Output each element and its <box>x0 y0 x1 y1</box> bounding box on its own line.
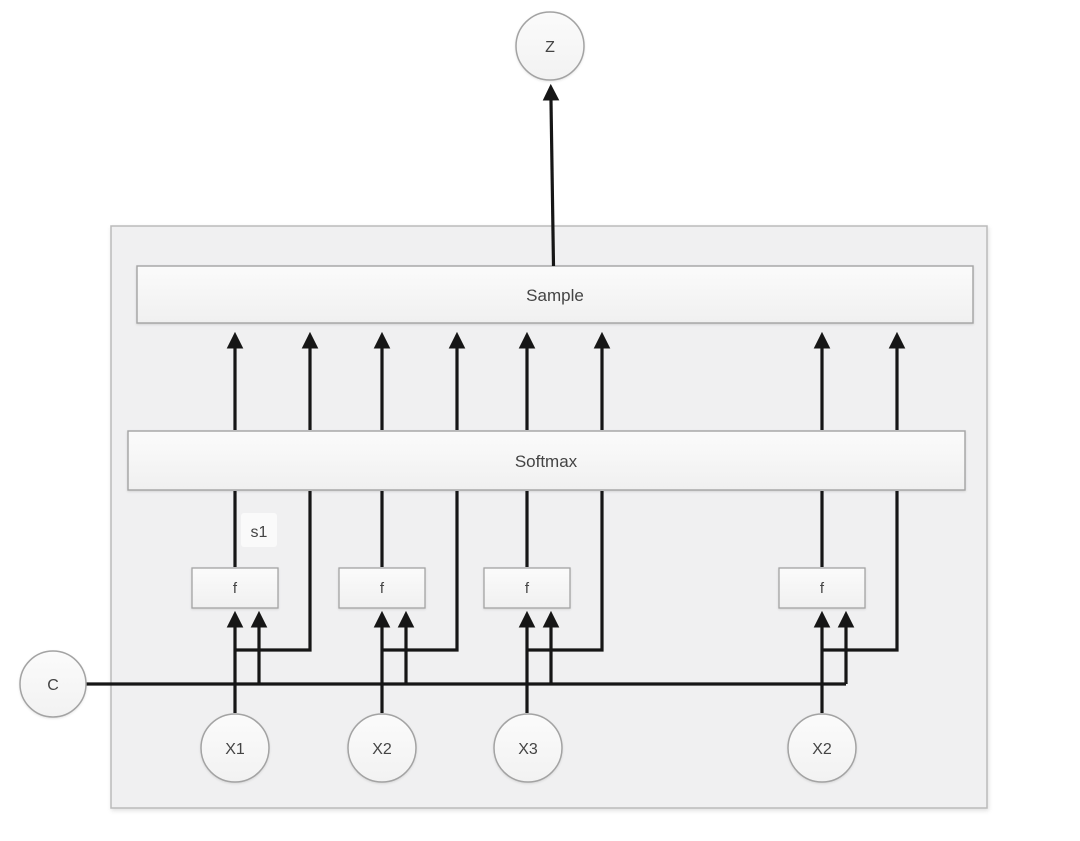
input-node-x4 <box>787 713 857 783</box>
input-node-x2 <box>347 713 417 783</box>
f-box-3-label: f <box>525 580 530 597</box>
input-nodes: X1 X2 X3 X2 <box>200 713 857 783</box>
unit-4-connections <box>813 331 906 713</box>
unit-3-connections <box>518 331 611 713</box>
sample-to-z-arrow <box>542 83 560 267</box>
input-node-x3-label: X3 <box>518 741 538 758</box>
input-node-x1 <box>200 713 270 783</box>
input-node-x4-label: X2 <box>812 741 832 758</box>
softmax-bar-label: Softmax <box>515 452 578 471</box>
input-node-x1-label: X1 <box>225 741 245 758</box>
unit-2-connections <box>373 331 466 713</box>
input-node-x2-label: X2 <box>372 741 392 758</box>
function-boxes: f f f f <box>191 567 866 609</box>
f-box-1-label: f <box>233 580 238 597</box>
f-box-2 <box>338 567 426 609</box>
z-output-node-label: Z <box>545 39 555 56</box>
sample-bar-label: Sample <box>526 286 584 305</box>
softmax-bar <box>127 430 966 491</box>
input-node-x3 <box>493 713 563 783</box>
f-box-3 <box>483 567 571 609</box>
c-context-node <box>19 650 87 718</box>
sample-bar <box>136 265 974 324</box>
f-box-4-label: f <box>820 580 825 597</box>
unit-1-connections <box>226 331 319 713</box>
s1-label-background <box>241 513 277 547</box>
f-box-2-label: f <box>380 580 385 597</box>
z-output-node <box>515 11 585 81</box>
f-box-4 <box>778 567 866 609</box>
c-context-node-label: C <box>47 677 59 694</box>
s1-label: s1 <box>251 524 268 541</box>
f-box-1 <box>191 567 279 609</box>
